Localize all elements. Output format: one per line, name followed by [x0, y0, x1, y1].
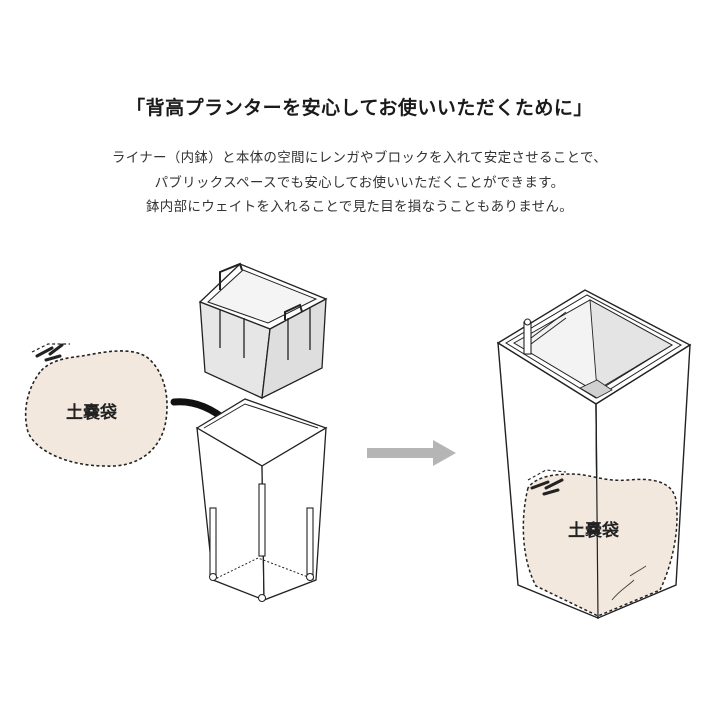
liner-inner-pot	[198, 262, 328, 400]
left-sandbag-label: 土嚢袋	[66, 403, 117, 423]
left-sandbag-body	[24, 350, 168, 467]
liner-handle-right	[284, 303, 303, 320]
planter-right	[496, 289, 692, 620]
planter-left	[195, 398, 328, 602]
left-sandbag-flap	[31, 343, 70, 353]
left-sandbag-tie-icon	[35, 343, 64, 362]
liner-handle-left	[219, 262, 243, 290]
page-title: 「背高プランターを安心してお使いいただくために」	[126, 97, 593, 119]
signature-mark	[611, 565, 647, 601]
right-sandbag-tie-icon	[530, 478, 564, 496]
water-gauge-icon	[523, 321, 532, 355]
transition-arrow-icon	[367, 440, 456, 466]
description-line-1: ライナー（内鉢）と本体の空間にレンガやブロックを入れて安定させることで、	[111, 150, 608, 166]
description-line-2: パブリックスペースでも安心してお使いいただくことができます。	[154, 175, 565, 191]
right-sandbag-label: 土嚢袋	[568, 521, 619, 541]
left-sandbag	[24, 343, 168, 467]
right-sandbag-body	[522, 473, 678, 617]
description-line-3: 鉢内部にウェイトを入れることで見た目を損なうこともありません。	[146, 199, 573, 215]
